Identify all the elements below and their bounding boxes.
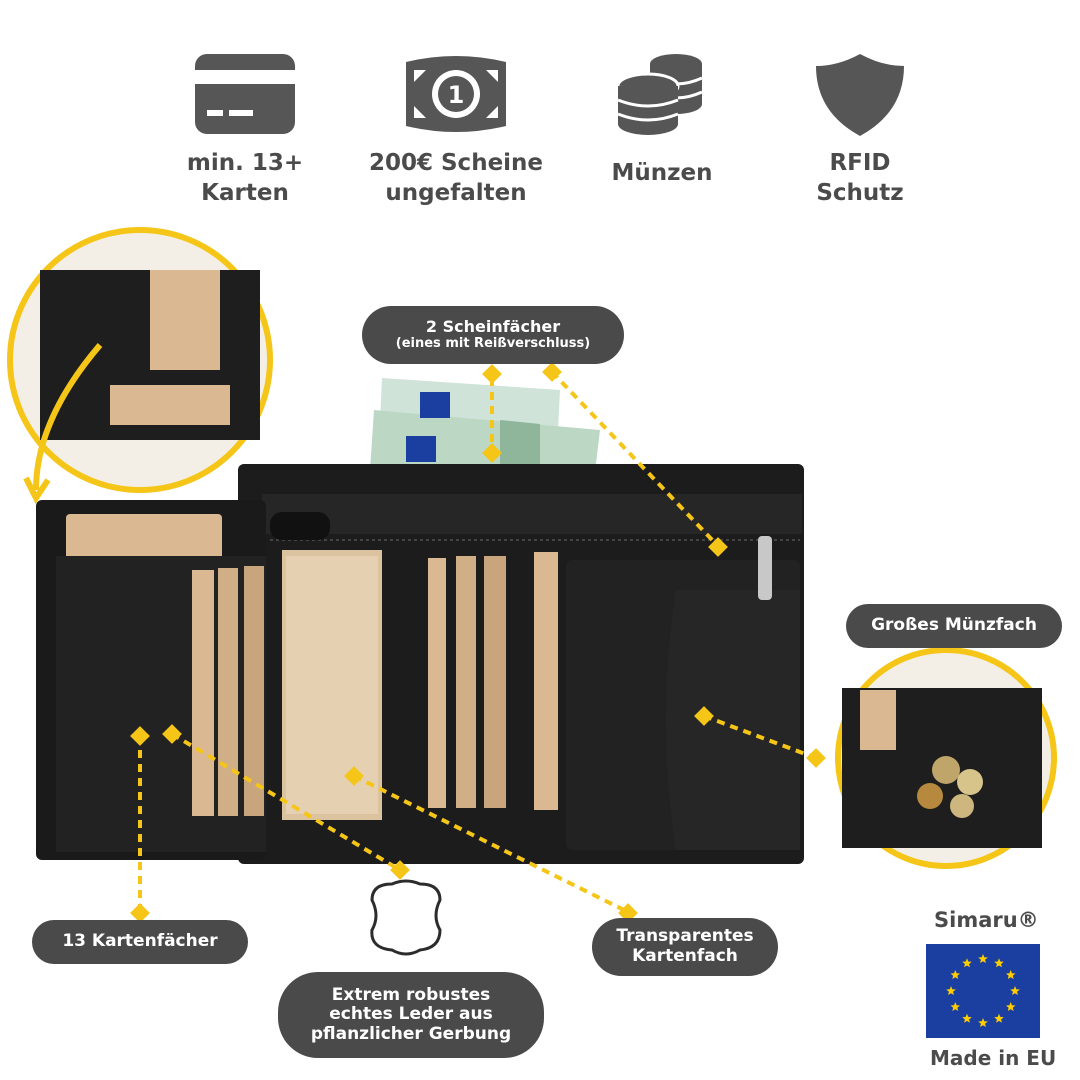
callout-coin-pocket: Großes Münzfach bbox=[846, 604, 1062, 648]
feature-cards-line1: min. 13+ bbox=[186, 150, 304, 176]
eu-star bbox=[1010, 986, 1020, 995]
eu-star bbox=[962, 1013, 972, 1023]
callout-coin-pocket-text: Großes Münzfach bbox=[871, 615, 1037, 636]
feature-banknotes: 1 200€ Scheine ungefalten bbox=[356, 52, 556, 208]
eu-star bbox=[994, 958, 1004, 968]
callout-card-slots-text: 13 Kartenfächer bbox=[62, 931, 218, 952]
eu-star bbox=[1006, 970, 1016, 979]
callout-transparent-slot: Transparentes Kartenfach bbox=[592, 918, 778, 976]
brand-name: Simaru® bbox=[934, 908, 1039, 932]
callout-leather-line2: echtes Leder aus bbox=[329, 1004, 493, 1025]
callout-bill-compartments-line1: 2 Scheinfächer bbox=[425, 317, 561, 337]
eu-star bbox=[978, 1018, 988, 1027]
shield-icon bbox=[816, 54, 904, 136]
callout-transparent-slot-line2: Kartenfach bbox=[632, 946, 738, 966]
eu-star bbox=[950, 970, 960, 979]
feature-rfid-line1: RFID bbox=[829, 150, 891, 176]
banknote-icon: 1 bbox=[406, 56, 506, 132]
callout-bill-compartments: 2 Scheinfächer (eines mit Reißverschluss… bbox=[362, 306, 624, 364]
connector-lines bbox=[138, 370, 817, 914]
callout-transparent-slot-line1: Transparentes bbox=[616, 926, 754, 947]
callout-card-slots: 13 Kartenfächer bbox=[32, 920, 248, 964]
feature-rfid: RFID Schutz bbox=[760, 52, 960, 208]
feature-coins: Münzen bbox=[562, 52, 762, 188]
eu-flag-icon bbox=[926, 944, 1040, 1038]
banknotes bbox=[370, 378, 600, 480]
feature-cards-line2: Karten bbox=[201, 180, 289, 206]
feature-banknotes-line1: 200€ Scheine bbox=[368, 150, 544, 176]
eu-star bbox=[978, 954, 988, 963]
feature-banknotes-line2: ungefalten bbox=[385, 180, 527, 206]
eu-star bbox=[994, 1013, 1004, 1023]
eu-star bbox=[1006, 1002, 1016, 1011]
leather-hide-icon bbox=[370, 879, 442, 956]
feature-coins-label: Münzen bbox=[611, 160, 713, 186]
callout-leather-line3: pflanzlicher Gerbung bbox=[310, 1023, 512, 1044]
callout-leather: Extrem robustes echtes Leder aus pflanzl… bbox=[278, 972, 544, 1058]
svg-text:1: 1 bbox=[448, 81, 465, 109]
credit-card-icon bbox=[195, 54, 295, 134]
eu-star bbox=[962, 958, 972, 968]
feature-cards: min. 13+ Karten bbox=[145, 52, 345, 208]
made-in-eu-label: Made in EU bbox=[930, 1046, 1057, 1070]
coins-icon bbox=[616, 54, 703, 135]
feature-rfid-line2: Schutz bbox=[816, 180, 904, 206]
eu-star bbox=[946, 986, 956, 995]
eu-star bbox=[950, 1002, 960, 1011]
callout-bill-compartments-line2: (eines mit Reißverschluss) bbox=[395, 335, 591, 351]
callout-leather-line1: Extrem robustes bbox=[331, 984, 491, 1005]
